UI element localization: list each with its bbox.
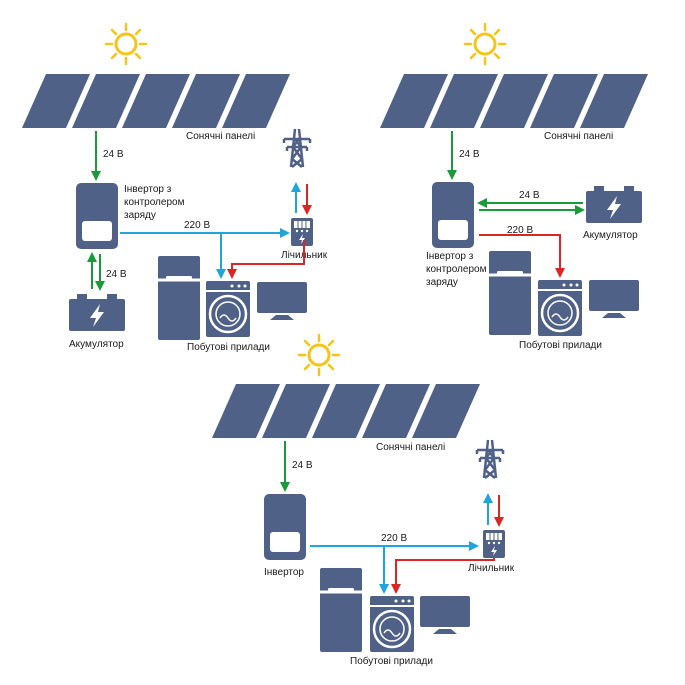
tv-icon bbox=[420, 596, 470, 634]
inverter-label-line-2: контролером bbox=[124, 197, 185, 208]
battery-label: Акумулятор bbox=[69, 339, 124, 350]
dc-voltage-label: 24 В bbox=[292, 460, 313, 471]
grid-supply-arrow bbox=[227, 240, 305, 279]
panels-label: Сонячні панелі bbox=[186, 131, 255, 142]
inverter-label-line-3: заряду bbox=[124, 210, 156, 221]
sun-icon bbox=[463, 22, 507, 66]
inverter-label: Інвертор bbox=[264, 567, 304, 578]
panels-label: Сонячні панелі bbox=[376, 442, 445, 453]
dc-voltage-label: 24 В bbox=[459, 149, 480, 160]
inverter-label-line-2: контролером bbox=[426, 264, 487, 275]
battery-label: Акумулятор bbox=[583, 230, 638, 241]
diagram-2: Сонячні панелі 24 В Інвертор з контролер… bbox=[380, 22, 648, 351]
appliances-label: Побутові прилади bbox=[187, 341, 270, 353]
battery-voltage-label: 24 В bbox=[106, 269, 127, 280]
power-tower-icon bbox=[282, 127, 312, 169]
grid-supply-arrow bbox=[391, 558, 495, 594]
fridge-icon bbox=[156, 254, 202, 342]
solar-panels bbox=[212, 384, 480, 438]
tv-icon bbox=[257, 282, 307, 320]
washing-machine-icon bbox=[536, 278, 584, 338]
diagram-3: Сонячні панелі 24 В Інвертор 220 В Лічил… bbox=[212, 333, 515, 667]
solar-panels bbox=[380, 74, 648, 128]
ac-voltage-label: 220 В bbox=[381, 533, 407, 544]
power-tower-icon bbox=[475, 438, 505, 480]
dc-voltage-label: 24 В bbox=[103, 149, 124, 160]
appliances-label: Побутові прилади bbox=[519, 339, 602, 351]
ac-voltage-label: 220 В bbox=[184, 220, 210, 231]
inverter-label-line-1: Інвертор з bbox=[426, 251, 474, 262]
inverter-label-line-3: заряду bbox=[426, 277, 458, 288]
solar-panels bbox=[22, 74, 290, 128]
ac-voltage-label: 220 В bbox=[507, 225, 533, 236]
battery-icon bbox=[586, 186, 642, 223]
sun-icon bbox=[297, 333, 341, 377]
meter-icon bbox=[482, 529, 506, 559]
inverter-icon bbox=[76, 183, 118, 249]
meter-icon bbox=[290, 217, 314, 247]
sun-icon bbox=[104, 22, 148, 66]
inverter-icon bbox=[432, 182, 474, 248]
washing-machine-icon bbox=[204, 279, 252, 339]
washing-machine-icon bbox=[368, 594, 416, 654]
appliances-label: Побутові прилади bbox=[350, 655, 433, 667]
diagram-1: Сонячні панелі 24 В Інвертор з контролер… bbox=[22, 22, 328, 353]
ac-arrow bbox=[479, 234, 565, 278]
tv-icon bbox=[589, 280, 639, 318]
fridge-icon bbox=[318, 566, 364, 654]
battery-icon bbox=[69, 294, 125, 331]
inverter-label-line-1: Інвертор з bbox=[124, 184, 172, 195]
inverter-icon bbox=[264, 494, 306, 560]
meter-label: Лічильник bbox=[468, 563, 515, 574]
panels-label: Сонячні панелі bbox=[544, 131, 613, 142]
battery-voltage-label: 24 В bbox=[519, 190, 540, 201]
fridge-icon bbox=[487, 249, 533, 337]
